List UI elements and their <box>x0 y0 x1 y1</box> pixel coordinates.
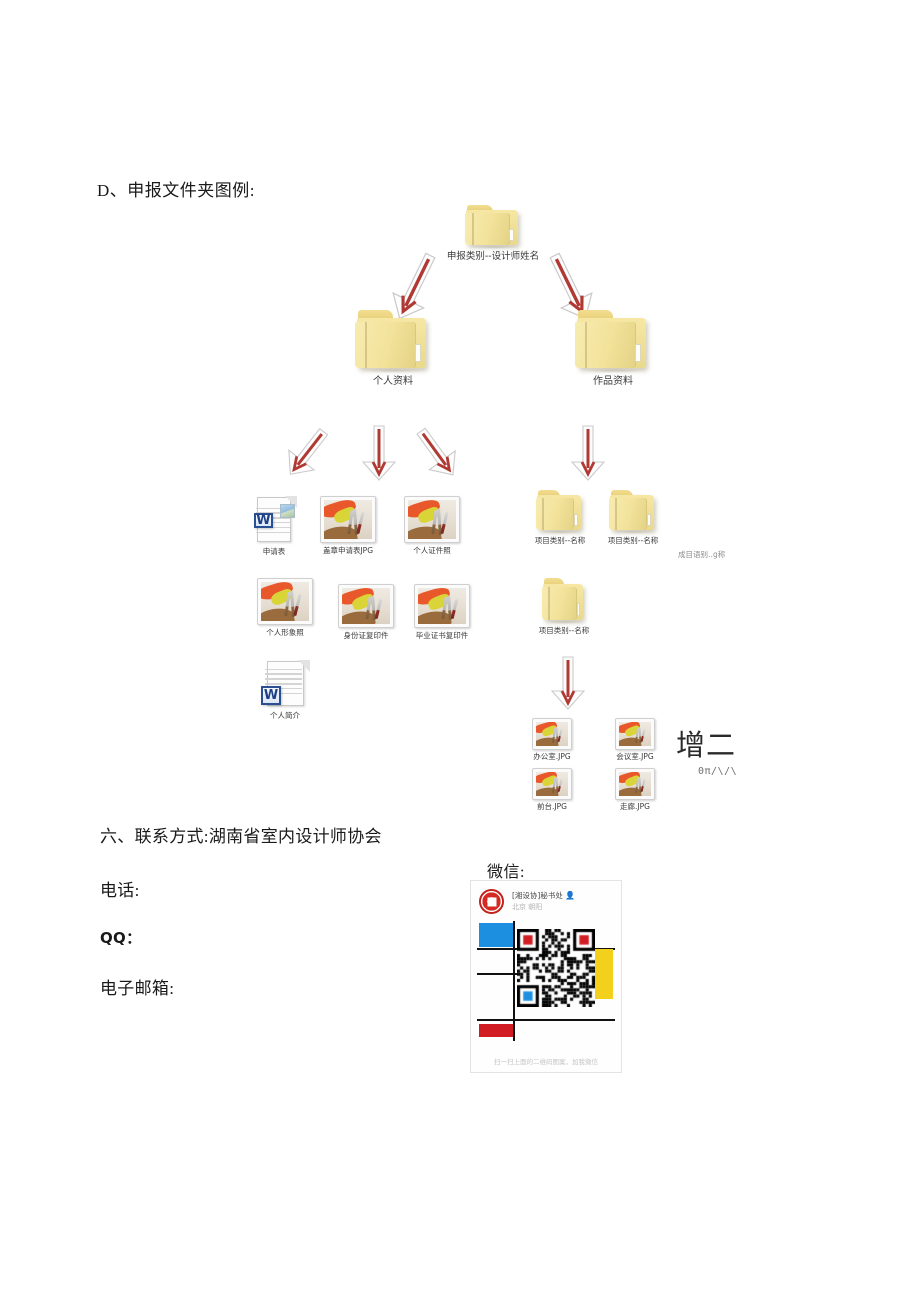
file-node-stamped-form: 盖章申请表JPG <box>312 496 384 555</box>
file-label: 盖章申请表JPG <box>322 546 374 555</box>
node-root-folder-label: 申报类别--设计师姓名 <box>446 251 540 262</box>
section-d-heading: D、申报文件夹图例: <box>97 181 255 200</box>
image-file-icon <box>615 718 655 750</box>
node-project-folder-sub: 项目类别--名称 <box>523 578 605 635</box>
wechat-official-logo-icon <box>479 889 504 914</box>
image-file-icon <box>532 768 572 800</box>
file-label: 毕业证书复印件 <box>415 631 469 640</box>
image-file-icon <box>532 718 572 750</box>
contact-heading: 六、联系方式:湖南省室内设计师协会 <box>100 827 382 846</box>
file-node-application-form: W 申请表 <box>243 496 305 556</box>
file-label: 会议室.JPG <box>616 752 654 761</box>
arrow-personal-left <box>278 422 336 484</box>
file-node-reception-jpg: 前台.JPG <box>521 768 583 811</box>
node-root-folder: 申报类别--设计师姓名 <box>438 205 548 263</box>
project-folder-ghost-label: 成目语别‥g称 <box>678 550 726 559</box>
file-node-meeting-room-jpg: 会议室.JPG <box>604 718 666 761</box>
contact-email-label: 电子邮箱: <box>100 978 175 998</box>
file-label: 走廊.JPG <box>620 802 650 811</box>
arrow-project-to-images <box>545 655 591 713</box>
file-node-diploma-copy: 毕业证书复印件 <box>406 584 478 640</box>
folder-icon <box>542 578 586 625</box>
contact-section: 六、联系方式:湖南省室内设计师协会 电话: QQ： 电子邮箱: <box>100 825 400 999</box>
folder-structure-diagram: 申报类别--设计师姓名 <box>0 200 920 811</box>
contact-qq-label: QQ： <box>100 928 142 947</box>
arrow-root-to-portfolio <box>535 248 605 326</box>
image-file-icon <box>320 496 376 543</box>
wechat-card-header: [湘设协]秘书处 👤 北京 朝阳 <box>471 881 621 921</box>
node-portfolio-folder: 作品资料 <box>558 310 668 389</box>
file-node-corridor-jpg: 走廊.JPG <box>604 768 666 811</box>
annotation-zeng-sub: 0π/\/\ <box>698 766 738 777</box>
contact-phone-label: 电话: <box>100 880 140 900</box>
person-icon: 👤 <box>565 891 576 900</box>
wechat-account-name: [湘设协]秘书处 <box>512 891 563 900</box>
file-node-personal-bio: W 个人简介 <box>249 660 321 720</box>
node-project-folder-1: 项目类别--名称 <box>519 490 601 545</box>
node-portfolio-folder-label: 作品资料 <box>593 376 633 387</box>
annotation-zeng-er: 增二 <box>676 730 737 762</box>
image-file-icon <box>404 496 460 543</box>
arrow-root-to-personal <box>380 248 450 326</box>
wechat-account-name-row: [湘设协]秘书处 👤 <box>512 890 575 901</box>
node-project-folder-sub-label: 项目类别--名称 <box>538 626 590 635</box>
file-label: 个人形象照 <box>266 628 304 637</box>
file-node-id-photo: 个人证件照 <box>396 496 468 555</box>
wechat-card-footer: 扫一扫上面的二维码图案，加我微信 <box>494 1058 598 1066</box>
image-file-icon <box>414 584 470 628</box>
arrow-personal-center <box>350 422 408 484</box>
file-label: 个人简介 <box>270 711 300 720</box>
node-personal-folder: 个人资料 <box>338 310 448 389</box>
wechat-qr-card: [湘设协]秘书处 👤 北京 朝阳 扫一扫上面的二维码图案，加我微信 <box>470 880 622 1073</box>
wechat-qr-artwork <box>477 921 615 1041</box>
folder-icon <box>355 310 431 373</box>
word-doc-icon: W <box>251 496 297 544</box>
file-node-id-copy: 身份证复印件 <box>330 584 402 640</box>
file-label: 前台.JPG <box>537 802 567 811</box>
file-node-office-jpg: 办公室.JPG <box>521 718 583 761</box>
mondrian-red-block <box>479 1024 513 1037</box>
image-file-icon <box>338 584 394 628</box>
file-label: 申请表 <box>262 547 286 556</box>
wechat-account-sub: 北京 朝阳 <box>512 903 543 911</box>
file-label: 个人证件照 <box>413 546 451 555</box>
node-project-folder-2: 项目类别--名称 <box>592 490 674 545</box>
file-label: 办公室.JPG <box>533 752 571 761</box>
word-doc-icon: W <box>260 660 310 708</box>
mondrian-blue-block <box>479 923 513 947</box>
node-project-folder-label: 项目类别--名称 <box>534 536 586 545</box>
arrow-personal-right <box>408 422 466 484</box>
qr-code <box>517 929 595 1007</box>
node-personal-folder-label: 个人资料 <box>373 376 413 387</box>
file-label: 身份证复印件 <box>343 631 389 640</box>
folder-icon <box>465 205 521 250</box>
folder-icon <box>575 310 651 373</box>
image-file-icon <box>257 578 313 625</box>
arrow-portfolio-down <box>565 422 611 484</box>
image-file-icon <box>615 768 655 800</box>
node-project-folder-label: 项目类别--名称 <box>607 536 659 545</box>
folder-icon <box>609 490 657 535</box>
file-node-portrait-photo: 个人形象照 <box>249 578 321 637</box>
wechat-label: 微信: <box>487 864 525 881</box>
folder-icon <box>536 490 584 535</box>
